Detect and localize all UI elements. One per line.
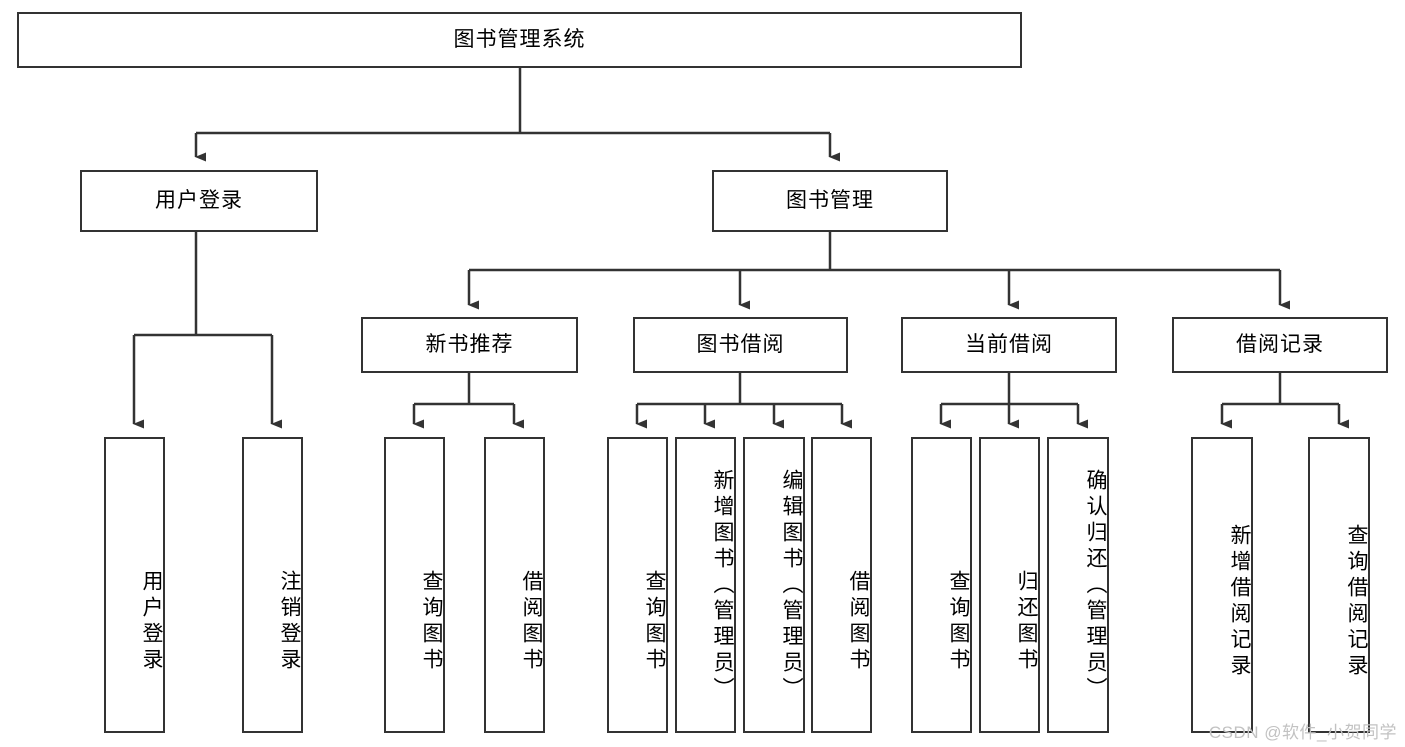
- node-root-label: 图书管理系统: [453, 28, 586, 52]
- leaf-current-return-label: 归还图书: [1015, 570, 1038, 674]
- leaf-user-login-signout-label: 注销登录: [278, 570, 301, 674]
- node-borrow-records-label: 借阅记录: [1236, 333, 1324, 357]
- leaf-borrow-add-book[interactable]: 新增图书（管理员）: [675, 437, 736, 733]
- leaf-borrow-edit-book-label: 编辑图书（管理员）: [780, 469, 803, 703]
- leaf-new-book-borrow-label: 借阅图书: [520, 570, 543, 674]
- leaf-borrow-edit-book[interactable]: 编辑图书（管理员）: [743, 437, 805, 733]
- leaf-user-login-signin[interactable]: 用户登录: [104, 437, 165, 733]
- leaf-new-book-query-label: 查询图书: [420, 570, 443, 674]
- leaf-borrow-query[interactable]: 查询图书: [607, 437, 668, 733]
- leaf-borrow-query-label: 查询图书: [643, 570, 666, 674]
- leaf-current-query-label: 查询图书: [947, 570, 970, 674]
- node-book-borrow-label: 图书借阅: [696, 333, 785, 357]
- node-root[interactable]: 图书管理系统: [17, 12, 1022, 68]
- leaf-borrow-add-book-label: 新增图书（管理员）: [711, 469, 734, 703]
- node-user-login[interactable]: 用户登录: [80, 170, 318, 232]
- node-borrow-records[interactable]: 借阅记录: [1172, 317, 1388, 373]
- node-book-borrow[interactable]: 图书借阅: [633, 317, 848, 373]
- node-book-management-label: 图书管理: [786, 189, 874, 213]
- leaf-current-confirm-return-label: 确认归还（管理员）: [1084, 469, 1107, 703]
- node-book-management[interactable]: 图书管理: [712, 170, 948, 232]
- node-current-borrow[interactable]: 当前借阅: [901, 317, 1117, 373]
- leaf-borrow-borrow-book[interactable]: 借阅图书: [811, 437, 872, 733]
- leaf-records-add[interactable]: 新增借阅记录: [1191, 437, 1253, 733]
- leaf-current-query[interactable]: 查询图书: [911, 437, 972, 733]
- node-user-login-label: 用户登录: [155, 189, 243, 213]
- leaf-new-book-borrow[interactable]: 借阅图书: [484, 437, 545, 733]
- csdn-watermark: CSDN @软件_小贺同学: [1208, 723, 1397, 742]
- node-new-book-recommend[interactable]: 新书推荐: [361, 317, 578, 373]
- leaf-current-confirm-return[interactable]: 确认归还（管理员）: [1047, 437, 1109, 733]
- leaf-new-book-query[interactable]: 查询图书: [384, 437, 445, 733]
- node-new-book-recommend-label: 新书推荐: [425, 333, 514, 357]
- leaf-current-return[interactable]: 归还图书: [979, 437, 1040, 733]
- leaf-borrow-borrow-book-label: 借阅图书: [847, 570, 870, 674]
- leaf-records-query[interactable]: 查询借阅记录: [1308, 437, 1370, 733]
- node-current-borrow-label: 当前借阅: [965, 333, 1053, 357]
- leaf-records-add-label: 新增借阅记录: [1228, 524, 1251, 680]
- leaf-user-login-signout[interactable]: 注销登录: [242, 437, 303, 733]
- leaf-user-login-signin-label: 用户登录: [140, 570, 163, 674]
- leaf-records-query-label: 查询借阅记录: [1345, 524, 1368, 680]
